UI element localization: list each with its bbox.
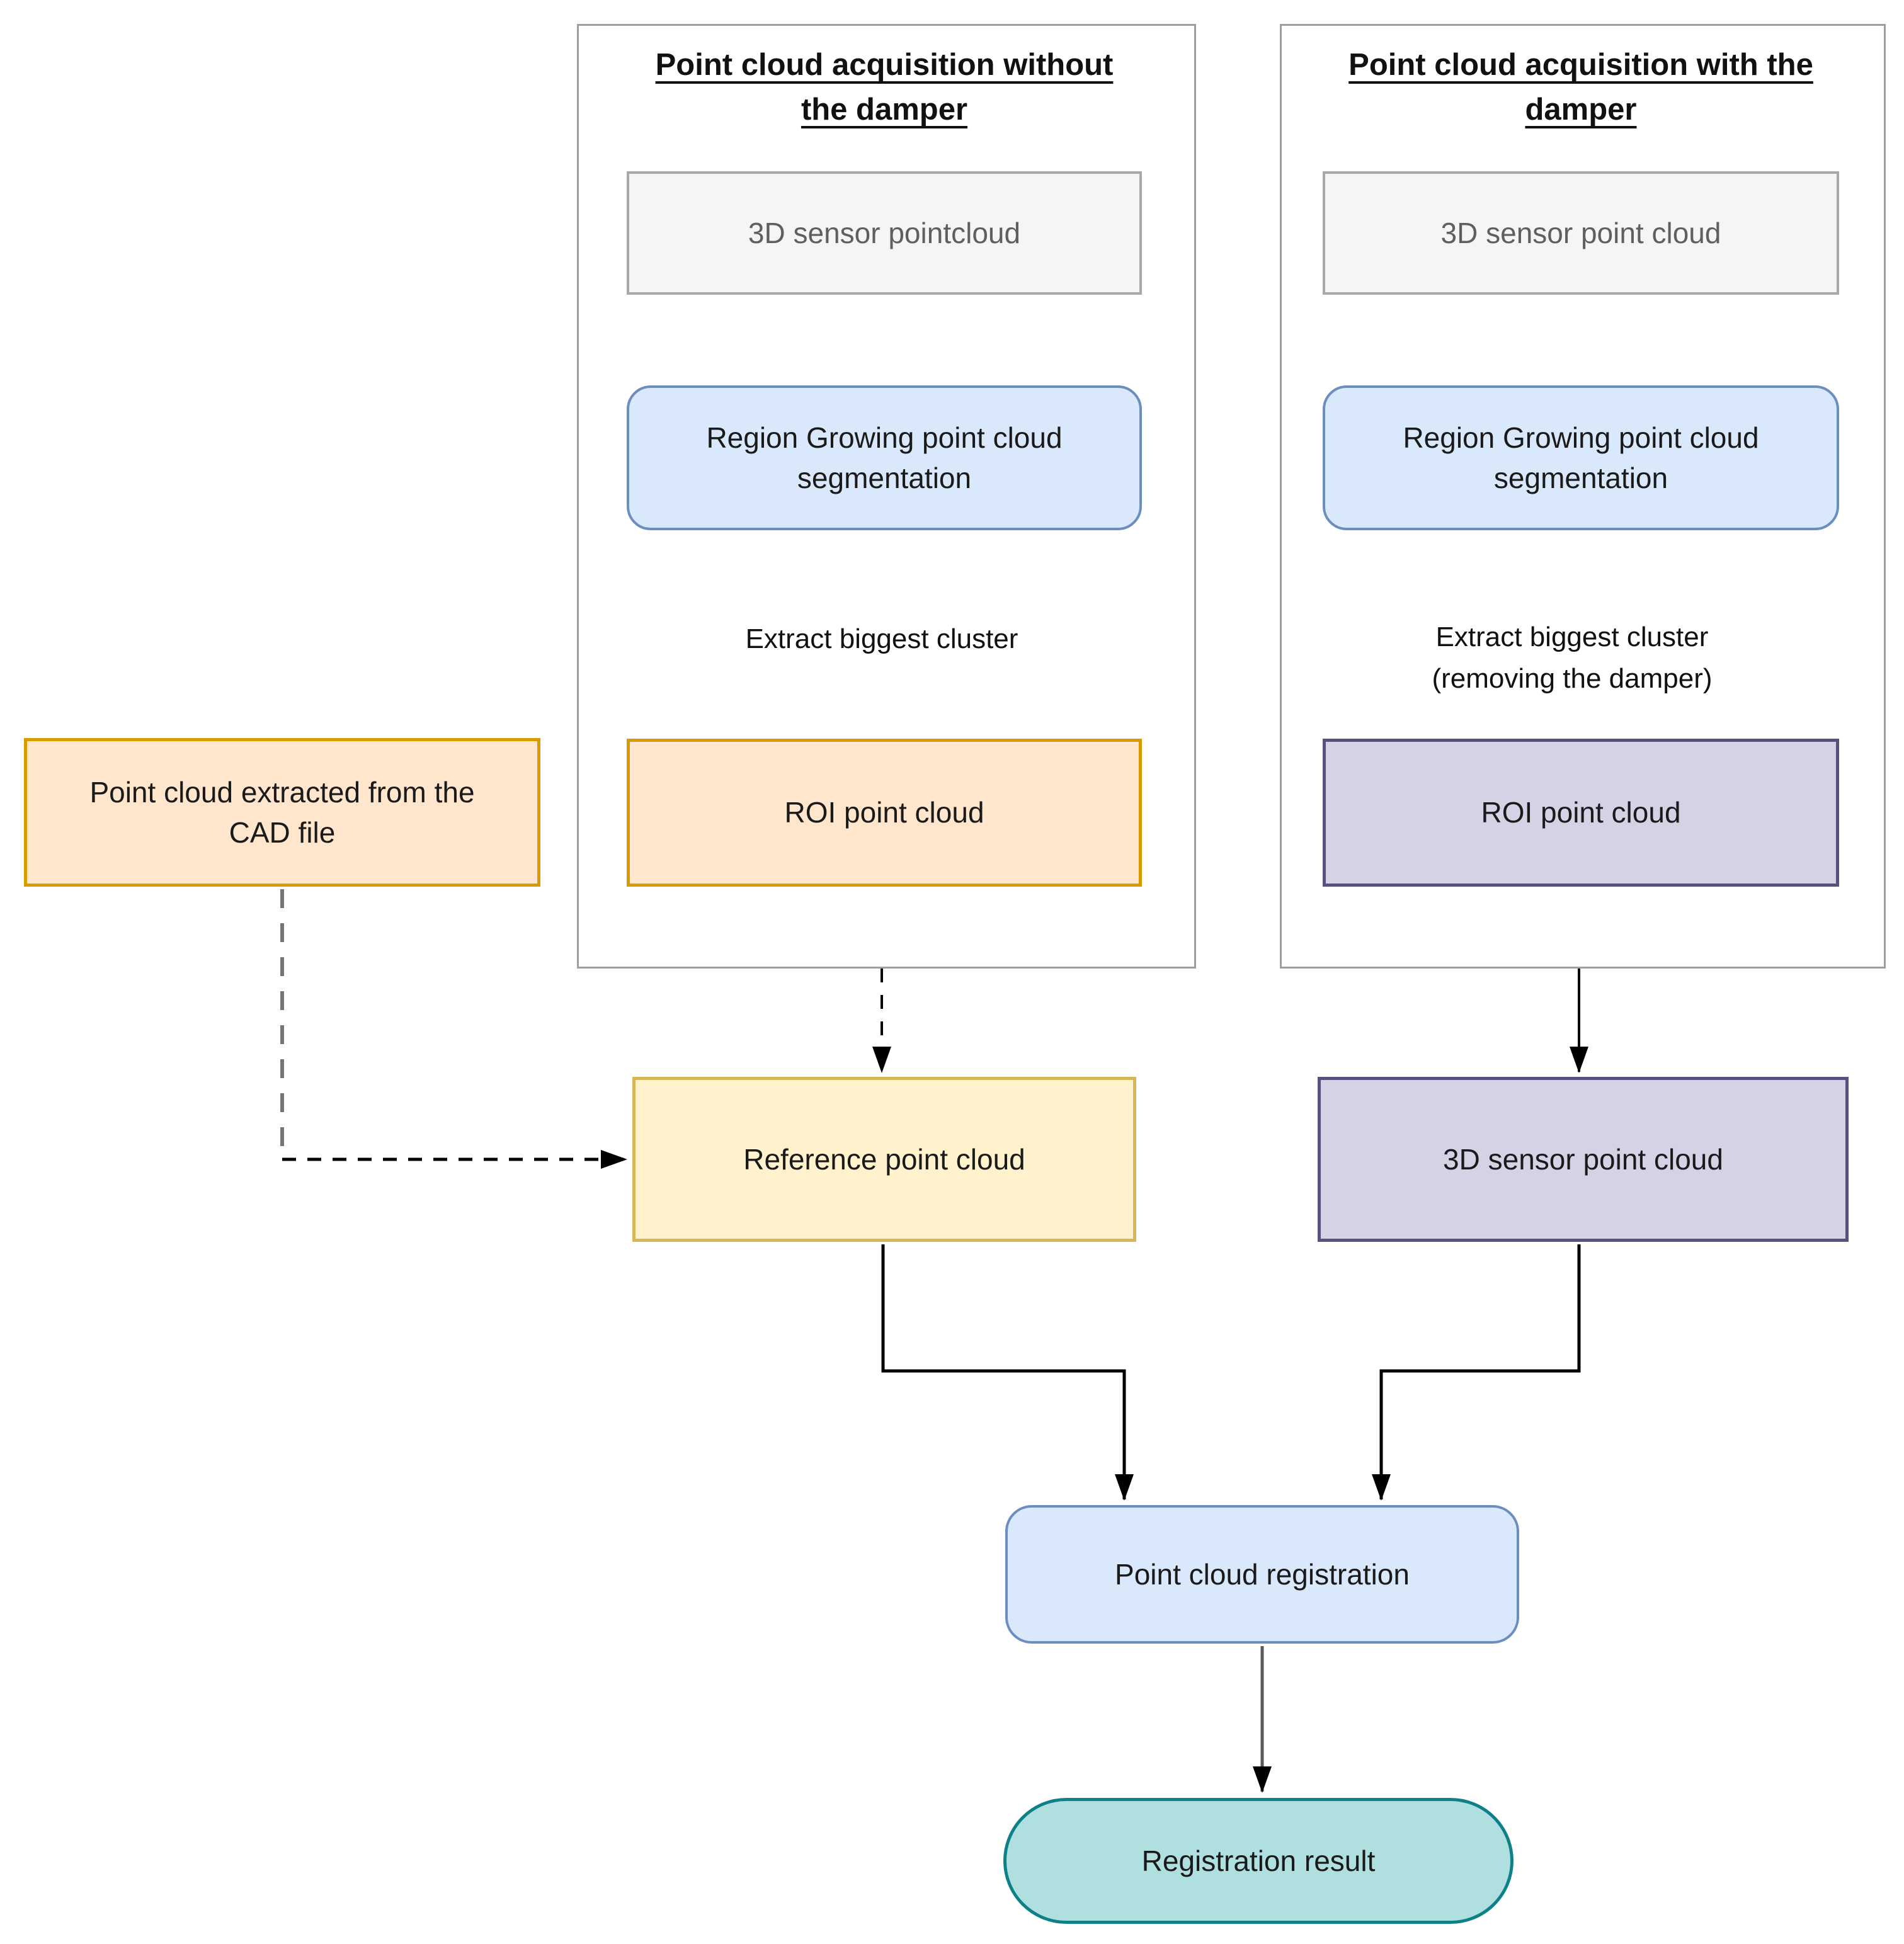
cad-point-cloud-label: Point cloud extracted from the CAD file bbox=[89, 775, 475, 849]
right-extract-cluster-label: Extract biggest cluster (removing the da… bbox=[1402, 615, 1742, 701]
left-panel-title: Point cloud acquisition without the damp… bbox=[655, 48, 1114, 127]
left-region-growing-box: Region Growing point cloud segmentation bbox=[627, 385, 1142, 530]
right-region-growing-label: Region Growing point cloud segmentation bbox=[1403, 421, 1759, 494]
left-roi-point-cloud-label: ROI point cloud bbox=[784, 796, 984, 829]
point-cloud-registration-box: Point cloud registration bbox=[1005, 1505, 1519, 1644]
right-roi-point-cloud-box: ROI point cloud bbox=[1323, 739, 1839, 887]
right-sensor-point-cloud-box: 3D sensor point cloud bbox=[1323, 171, 1839, 295]
left-extract-cluster-label: Extract biggest cluster bbox=[739, 617, 1025, 661]
registration-result-box: Registration result bbox=[1003, 1798, 1514, 1924]
left-sensor-pointcloud-label: 3D sensor pointcloud bbox=[748, 216, 1021, 249]
right-panel-title: Point cloud acquisition with the damper bbox=[1348, 48, 1813, 127]
reference-point-cloud-label: Reference point cloud bbox=[743, 1142, 1025, 1176]
reference-point-cloud-box: Reference point cloud bbox=[632, 1077, 1136, 1242]
right-sensor-point-cloud-label: 3D sensor point cloud bbox=[1440, 216, 1721, 249]
left-roi-point-cloud-box: ROI point cloud bbox=[627, 739, 1142, 887]
left-sensor-pointcloud-box: 3D sensor pointcloud bbox=[627, 171, 1142, 295]
left-region-growing-label: Region Growing point cloud segmentation bbox=[706, 421, 1063, 494]
point-cloud-registration-label: Point cloud registration bbox=[1115, 1557, 1410, 1591]
right-region-growing-box: Region Growing point cloud segmentation bbox=[1323, 385, 1839, 530]
cad-point-cloud-box: Point cloud extracted from the CAD file bbox=[24, 738, 540, 887]
right-roi-point-cloud-label: ROI point cloud bbox=[1481, 796, 1681, 829]
mid-sensor-point-cloud-box: 3D sensor point cloud bbox=[1318, 1077, 1849, 1242]
mid-sensor-point-cloud-label: 3D sensor point cloud bbox=[1443, 1142, 1723, 1176]
registration-result-label: Registration result bbox=[1141, 1844, 1376, 1877]
